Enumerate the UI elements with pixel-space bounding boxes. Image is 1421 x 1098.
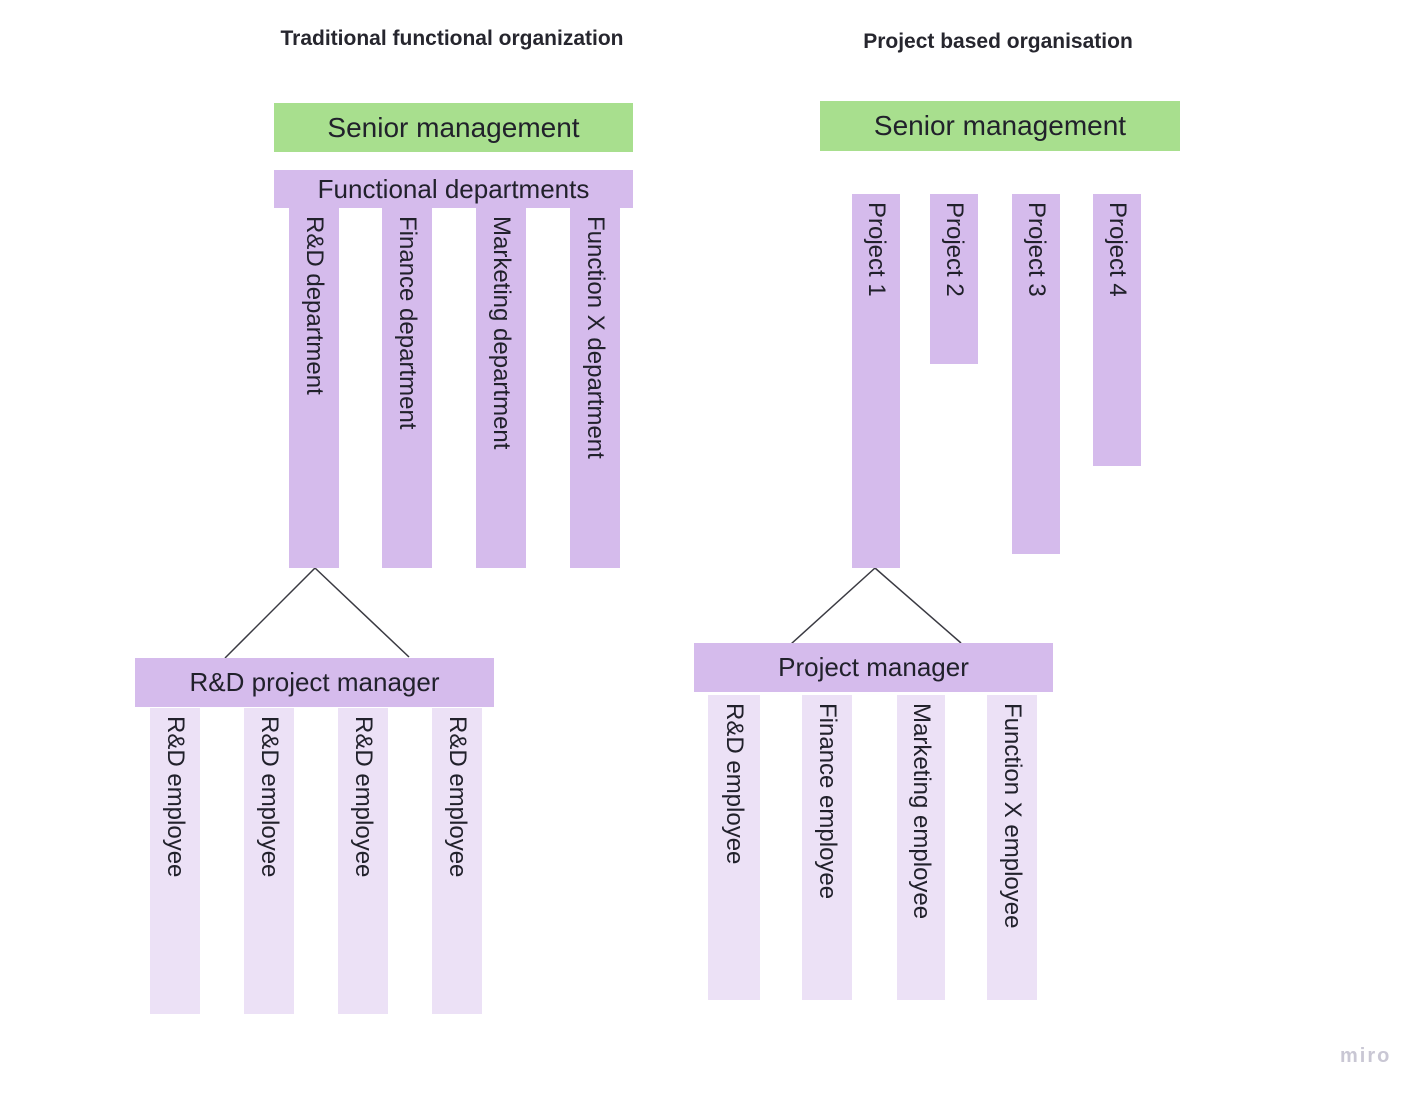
right-employee-bar-finance[interactable]: Finance employee (802, 695, 852, 1000)
employee-bar-label: Function X employee (999, 703, 1027, 929)
miro-watermark: miro (1340, 1045, 1392, 1067)
right-panel-title[interactable]: Project based organisation (863, 30, 1133, 53)
employee-bar-label: R&D employee (256, 716, 284, 878)
left-employee-bar-1[interactable]: R&D employee (150, 708, 200, 1014)
right-senior-management-node[interactable]: Senior management (820, 101, 1180, 151)
department-bar-label: R&D department (301, 216, 329, 395)
department-bar-label: Marketing department (488, 216, 516, 450)
department-bar-function-x[interactable]: Function X department (570, 208, 620, 568)
connector-line (790, 567, 876, 645)
project-bar-2[interactable]: Project 2 (930, 194, 978, 364)
department-bar-rnd[interactable]: R&D department (289, 208, 339, 568)
left-employee-bar-4[interactable]: R&D employee (432, 708, 482, 1014)
project-bar-label: Project 2 (941, 202, 969, 297)
employee-bar-label: Marketing employee (908, 703, 936, 920)
right-employee-bar-marketing[interactable]: Marketing employee (897, 695, 945, 1000)
left-senior-management-node[interactable]: Senior management (274, 103, 633, 152)
connector-line (314, 567, 410, 658)
connector-line (224, 567, 316, 659)
right-employee-bar-rnd[interactable]: R&D employee (708, 695, 760, 1000)
department-bar-marketing[interactable]: Marketing department (476, 208, 526, 568)
connector-line (874, 567, 962, 644)
left-panel-title[interactable]: Traditional functional organization (280, 27, 624, 50)
project-bar-label: Project 1 (863, 202, 891, 297)
right-employee-bar-function-x[interactable]: Function X employee (987, 695, 1037, 1000)
employee-bar-label: R&D employee (721, 703, 749, 865)
rnd-project-manager-node[interactable]: R&D project manager (135, 658, 494, 707)
functional-departments-node[interactable]: Functional departments (274, 170, 633, 208)
project-bar-4[interactable]: Project 4 (1093, 194, 1141, 466)
project-manager-node[interactable]: Project manager (694, 643, 1053, 692)
employee-bar-label: R&D employee (350, 716, 378, 878)
project-bar-label: Project 4 (1104, 202, 1132, 297)
left-employee-bar-2[interactable]: R&D employee (244, 708, 294, 1014)
department-bar-label: Finance department (394, 216, 422, 430)
left-employee-bar-3[interactable]: R&D employee (338, 708, 388, 1014)
employee-bar-label: R&D employee (444, 716, 472, 878)
project-bar-1[interactable]: Project 1 (852, 194, 900, 568)
department-bar-label: Function X department (582, 216, 610, 459)
project-bar-label: Project 3 (1023, 202, 1051, 297)
employee-bar-label: R&D employee (162, 716, 190, 878)
project-bar-3[interactable]: Project 3 (1012, 194, 1060, 554)
employee-bar-label: Finance employee (814, 703, 842, 900)
department-bar-finance[interactable]: Finance department (382, 208, 432, 568)
